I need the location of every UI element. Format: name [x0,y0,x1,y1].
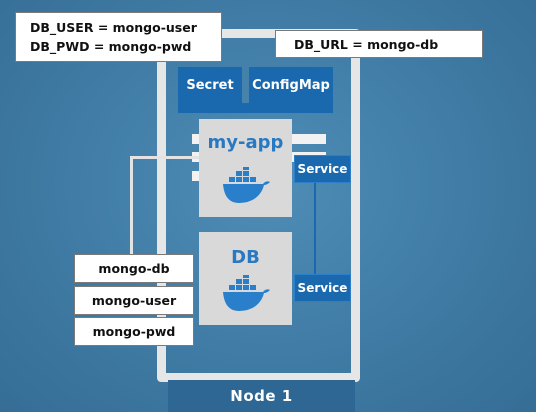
app-service-box: Service [294,155,351,183]
env-vars-box: DB_USER = mongo-user DB_PWD = mongo-pwd [15,12,222,62]
configmap-box: ConfigMap [249,67,333,103]
pod-stub [192,171,202,181]
service-connector [314,183,316,274]
db-pod-title: DB [231,247,260,268]
docker-whale-icon [223,275,270,311]
env-connector-vertical [130,156,133,254]
node-frame [157,29,360,382]
credential-box: mongo-user [74,286,194,315]
env-db-pwd: DB_PWD = mongo-pwd [30,39,192,54]
credential-box: mongo-db [74,254,194,283]
app-pod-title: my-app [207,132,284,153]
env-db-url-box: DB_URL = mongo-db [275,30,483,58]
env-db-user: DB_USER = mongo-user [30,20,197,35]
credential-box: mongo-pwd [74,317,194,346]
config-connector-bar [178,103,333,113]
db-pod: DB [199,232,292,325]
secret-box: Secret [178,67,242,103]
env-connector-horizontal [130,156,199,159]
node-label: Node 1 [168,380,355,412]
db-service-box: Service [294,274,351,302]
docker-whale-icon [223,167,270,203]
app-pod: my-app [199,119,292,217]
